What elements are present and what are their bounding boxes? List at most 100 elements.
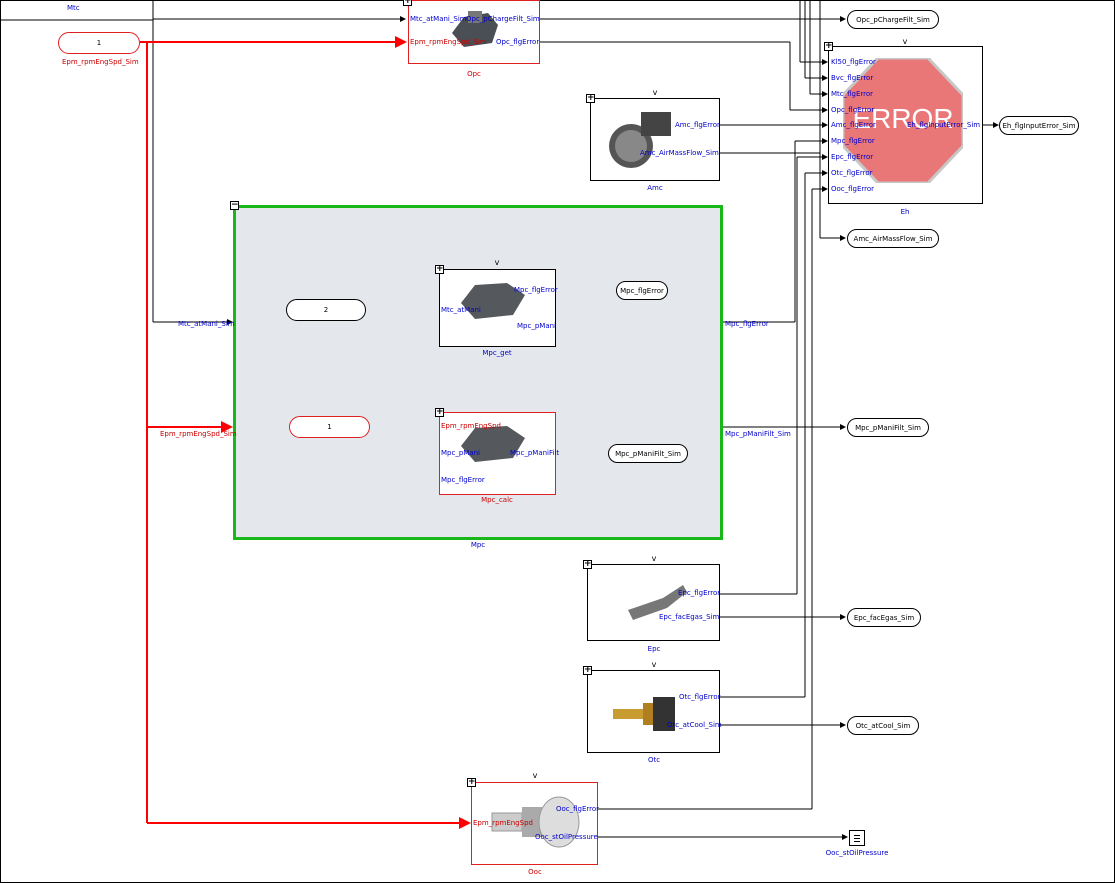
oil-pressure-sensor-icon — [491, 796, 580, 848]
outport-label: Mpc_pManiFilt_Sim — [615, 449, 681, 458]
opc-block[interactable] — [408, 0, 540, 64]
outport-label: Opc_pChargeFilt_Sim — [856, 15, 930, 24]
epc-out1-label: Epc_flgError — [678, 589, 721, 597]
outport-amc-airmassflow[interactable]: Amc_AirMassFlow_Sim — [847, 229, 939, 248]
ooc-in-label: Epm_rpmEngSpd — [473, 819, 533, 827]
expand-icon[interactable]: + — [824, 41, 833, 51]
outport-label: Eh_flgInputError_Sim — [1002, 121, 1076, 130]
mpc-out1-label: Mpc_flgError — [725, 320, 769, 328]
mpc-calc-out-label: Mpc_pManiFilt — [510, 449, 560, 457]
mpc-caption: Mpc — [470, 541, 486, 549]
constant-block-mpc-calc[interactable]: 1 — [289, 416, 370, 438]
otc-out2-label: Otc_atCool_Sim — [667, 721, 722, 729]
expand-icon[interactable]: + — [583, 559, 592, 569]
eh-in-label: Opc_flgError — [831, 106, 875, 114]
pressure-sensor-icon — [461, 283, 525, 319]
mpc-get-in-label: Mtc_atMani — [441, 306, 481, 314]
outport-label: Epc_facEgas_Sim — [853, 613, 915, 622]
v-mark: v — [532, 771, 538, 780]
otc-block[interactable] — [587, 670, 720, 753]
amc-caption: Amc — [647, 184, 663, 192]
opc-in1-label: Mtc_atMani_Sim — [410, 15, 467, 23]
pedal-sensor-icon — [628, 585, 687, 620]
mpc-out2-label: Mpc_pManiFilt_Sim — [725, 430, 791, 438]
expand-icon[interactable]: + — [583, 665, 592, 675]
ooc-out2-label: Ooc_stOilPressure — [535, 833, 598, 841]
outport-mpc-pmanifilt-inner[interactable]: Mpc_pManiFilt_Sim — [608, 444, 688, 463]
error-text: ERROR — [852, 103, 954, 134]
mpc-get-block[interactable] — [439, 269, 556, 347]
expand-icon[interactable]: + — [467, 777, 476, 787]
constant-value: 1 — [96, 39, 102, 47]
amc-out2-label: Amc_AirMassFlow_Sim — [640, 149, 719, 157]
scope-label: Ooc_stOilPressure — [825, 849, 889, 857]
mpc-in1-label: Mtc_atMani_Sim — [178, 320, 235, 328]
eh-in-label: Ooc_flgError — [831, 185, 875, 193]
mtc-label: Mtc — [67, 4, 80, 12]
ooc-caption: Ooc — [528, 868, 542, 876]
mpc-calc-in3-label: Mpc_flgError — [441, 476, 485, 484]
outport-mpc-pmanifilt[interactable]: Mpc_pManiFilt_Sim — [847, 418, 929, 437]
eh-caption: Eh — [900, 208, 910, 216]
collapse-icon[interactable]: − — [230, 200, 239, 210]
v-mark: v — [494, 258, 500, 267]
constant-block-top[interactable]: 1 — [58, 32, 140, 54]
otc-out1-label: Otc_flgError — [679, 693, 721, 701]
mpc-get-out2-label: Mpc_pMani — [517, 322, 556, 330]
airflow-sensor-icon — [609, 112, 671, 168]
constant-block-mpc-get[interactable]: 2 — [286, 299, 366, 321]
eh-in-label: Bvc_flgError — [831, 74, 874, 82]
v-mark: v — [651, 660, 657, 669]
expand-icon[interactable]: + — [586, 93, 595, 103]
eh-out-label: Eh_flgInputError_Sim — [907, 121, 981, 129]
mpc-get-out1-label: Mpc_flgError — [514, 286, 558, 294]
eh-in-label: Mpc_flgError — [831, 137, 875, 145]
opc-out1-label: Opc_pChargeFilt_Sim — [466, 15, 540, 23]
mpc-calc-caption: Mpc_calc — [481, 496, 513, 504]
outport-label: Otc_atCool_Sim — [855, 721, 911, 730]
outport-label: Mpc_flgError — [620, 286, 664, 295]
expand-icon[interactable]: + — [435, 264, 444, 274]
v-mark: v — [651, 554, 657, 563]
outport-eh-flginputerror[interactable]: Eh_flgInputError_Sim — [999, 116, 1079, 135]
eh-in-label: Mtc_flgError — [831, 90, 874, 98]
eh-in-label: Amc_flgError — [831, 121, 876, 129]
constant-value: 2 — [323, 306, 329, 314]
eh-in-label: Kl50_flgError — [831, 58, 876, 66]
expand-icon[interactable]: + — [435, 407, 444, 417]
temperature-sensor-icon — [613, 697, 675, 731]
opc-caption: Opc — [467, 70, 481, 78]
outport-opc-pchargefilt[interactable]: Opc_pChargeFilt_Sim — [847, 10, 939, 29]
outport-otc-atcool[interactable]: Otc_atCool_Sim — [847, 716, 919, 735]
mpc-get-caption: Mpc_get — [482, 349, 512, 357]
ooc-block[interactable] — [471, 782, 598, 865]
mpc-calc-in2-label: Mpc_pMani — [441, 449, 480, 457]
epc-caption: Epc — [647, 645, 661, 653]
constant-top-label: Epm_rpmEngSpd_Sim — [62, 58, 139, 66]
opc-in2-label: Epm_rpmEngSpd_Sim — [410, 38, 487, 46]
mpc-calc-block[interactable] — [439, 412, 556, 495]
scope-icon[interactable] — [849, 830, 865, 846]
v-mark: v — [902, 37, 908, 46]
v-mark: v — [652, 88, 658, 97]
amc-block[interactable] — [590, 98, 720, 181]
amc-out1-label: Amc_flgError — [675, 121, 720, 129]
error-stop-sign-icon: ERROR — [841, 56, 965, 185]
mpc-in2-label: Epm_rpmEngSpd_Sim — [160, 430, 237, 438]
expand-icon[interactable]: + — [403, 0, 412, 6]
epc-block[interactable] — [587, 564, 720, 641]
opc-out2-label: Opc_flgError — [496, 38, 540, 46]
eh-in-label: Epc_flgError — [831, 153, 874, 161]
outport-epc-facegas[interactable]: Epc_facEgas_Sim — [847, 608, 921, 627]
mpc-calc-in1-label: Epm_rpmEngSpd — [441, 422, 501, 430]
sensor-icon — [452, 11, 498, 47]
outport-label: Mpc_pManiFilt_Sim — [855, 423, 921, 432]
outport-label: Amc_AirMassFlow_Sim — [853, 234, 933, 243]
constant-value: 1 — [327, 423, 332, 431]
eh-in-label: Otc_flgError — [831, 169, 873, 177]
otc-caption: Otc — [647, 756, 661, 764]
epc-out2-label: Epc_facEgas_Sim — [659, 613, 720, 621]
ooc-out1-label: Ooc_flgError — [556, 805, 600, 813]
outport-mpc-flgerror-inner[interactable]: Mpc_flgError — [616, 281, 668, 300]
pressure-sensor-icon — [461, 426, 525, 462]
